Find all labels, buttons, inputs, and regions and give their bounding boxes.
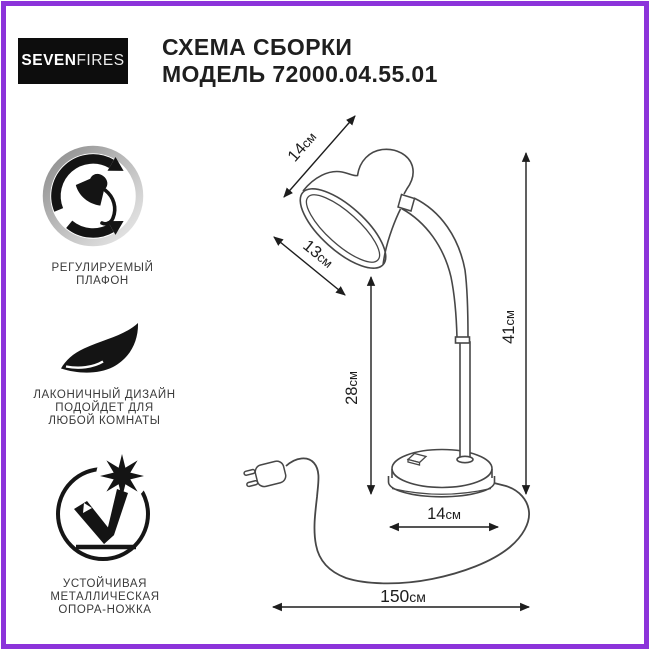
power-cord (285, 457, 530, 585)
feature-caption-design: ЛАКОНИЧНЫЙ ДИЗАЙН ПОДОЙДЕТ ДЛЯ ЛЮБОЙ КОМ… (33, 389, 176, 427)
dim-shade-width-arrow (283, 115, 356, 198)
feather-icon (61, 323, 139, 373)
title-line-2: МОДЕЛЬ 72000.04.55.01 (162, 61, 438, 87)
shade-connector (397, 193, 416, 212)
star-shape (100, 454, 144, 498)
dimension-arrows (271, 115, 531, 612)
dim-cable-length-label: 150см (380, 586, 426, 606)
title-line-1: СХЕМА СБОРКИ (162, 34, 353, 60)
lamp-stem (401, 197, 474, 464)
dim-shade-depth-arrow (273, 236, 346, 296)
dim-shade-width-label: 14см (284, 128, 320, 165)
dim-stem-height-label: 28см (343, 371, 361, 405)
brand-logo-light: FIRES (76, 52, 125, 69)
stable-base-icon (56, 450, 150, 561)
lamp-base (387, 448, 496, 498)
rotating-lamp-icon (42, 145, 144, 247)
lamp-shade (299, 148, 414, 269)
brand-logo-bold: SEVEN (21, 52, 77, 69)
dim-base-diameter-label: 14см (427, 505, 461, 523)
power-plug (243, 460, 287, 488)
switch (406, 452, 428, 466)
dim-total-height-label: 41см (500, 310, 518, 344)
feature-caption-stable-base: УСТОЙЧИВАЯ МЕТАЛЛИЧЕСКАЯ ОПОРА-НОЖКА (50, 578, 160, 616)
page-title: СХЕМА СБОРКИ МОДЕЛЬ 72000.04.55.01 (162, 34, 438, 88)
feature-caption-adjustable-shade: РЕГУЛИРУЕМЫЙ ПЛАФОН (51, 262, 154, 287)
